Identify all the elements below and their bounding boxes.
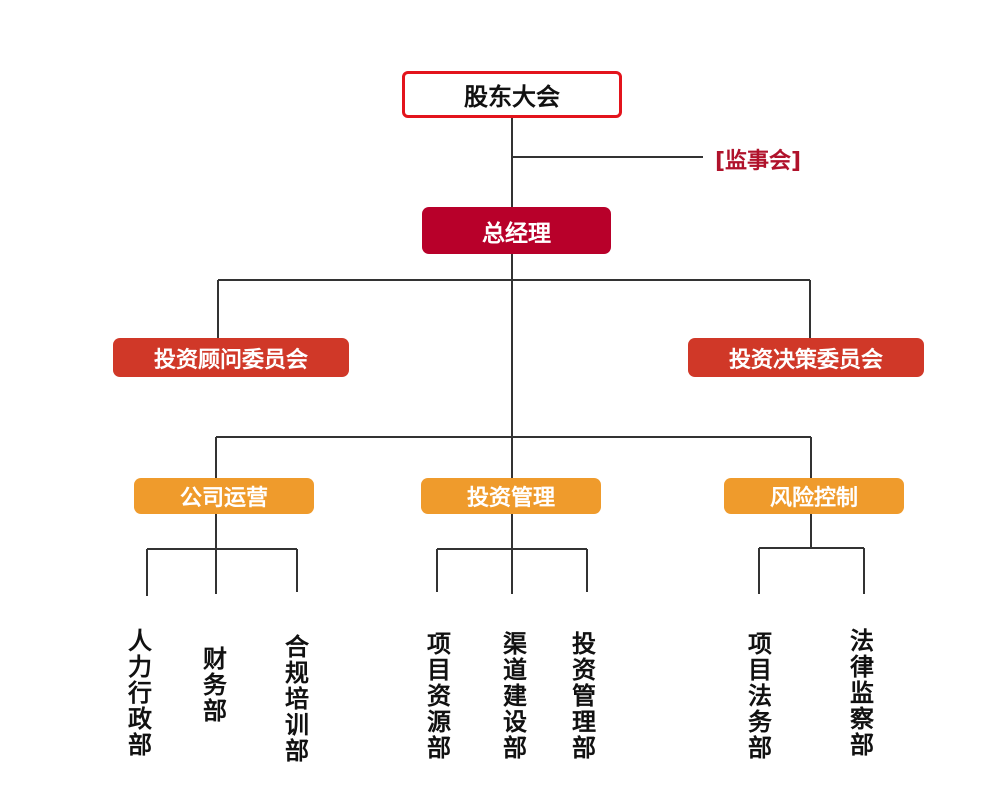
legal-supervision-dept-label: 法律监察部 — [850, 627, 874, 759]
supervisory-board-label: [监事会] — [715, 149, 802, 174]
investment-management-dept-label: 投资管理部 — [572, 630, 596, 762]
channel-development-dept-label: 渠道建设部 — [503, 630, 527, 762]
risk-control-box: 风险控制 — [724, 478, 904, 514]
project-legal-dept-label: 项目法务部 — [748, 630, 772, 762]
investment-advisory-committee-box: 投资顾问委员会 — [113, 338, 349, 377]
finance-dept-label: 财务部 — [203, 645, 227, 725]
project-resources-dept-label: 项目资源部 — [427, 630, 451, 762]
shareholders-meeting-box: 股东大会 — [402, 71, 622, 118]
general-manager-box: 总经理 — [422, 207, 611, 254]
investment-decision-committee-box: 投资决策委员会 — [688, 338, 924, 377]
investment-management-box: 投资管理 — [421, 478, 601, 514]
hr-admin-dept-label: 人力行政部 — [128, 627, 152, 759]
company-operations-box: 公司运营 — [134, 478, 314, 514]
compliance-training-dept-label: 合规培训部 — [285, 633, 309, 765]
